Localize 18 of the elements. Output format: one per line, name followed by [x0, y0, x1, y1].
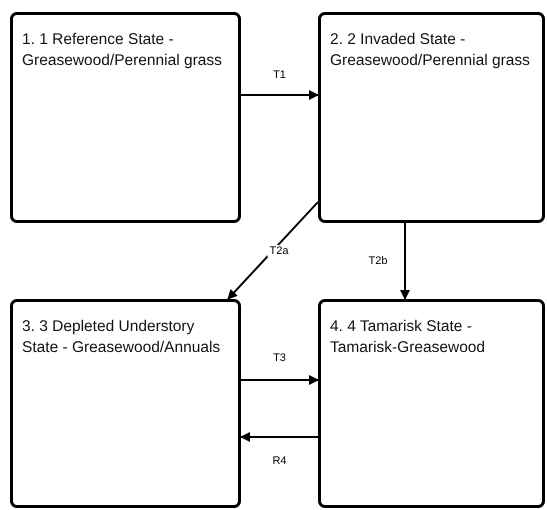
edge-label: T2b — [366, 255, 390, 267]
state-label: 3. 3 Depleted Understory State - Greasewood/Annuals — [22, 317, 222, 358]
state-box — [10, 299, 241, 508]
edge-label: T3 — [271, 352, 288, 364]
state-box — [10, 12, 241, 223]
arrow — [240, 432, 318, 442]
state-label: 4. 4 Tamarisk State - Tamarisk-Greasewood — [330, 317, 486, 358]
edge-label: R4 — [270, 455, 289, 467]
edge-label: T2a — [268, 244, 290, 256]
edge-label: T1 — [271, 69, 288, 81]
arrow — [241, 90, 319, 100]
state-box — [318, 299, 545, 508]
state-label: 1. 1 Reference State - Greasewood/Perennial grass — [22, 30, 223, 71]
state-box — [318, 12, 545, 223]
arrow — [400, 223, 410, 300]
arrow — [227, 201, 319, 300]
arrow — [241, 375, 319, 385]
state-label: 2. 2 Invaded State - Greasewood/Perennial grass — [330, 30, 531, 71]
